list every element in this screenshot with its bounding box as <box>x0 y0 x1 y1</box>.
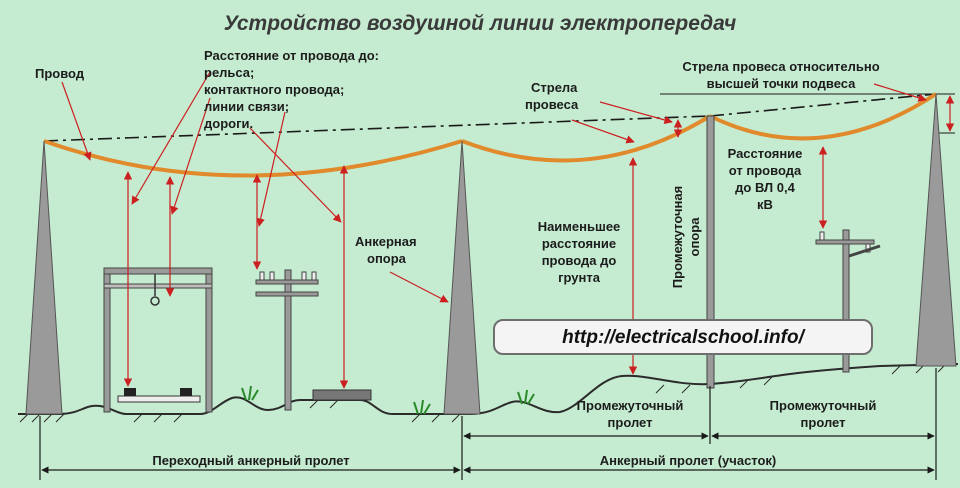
label-distance-contact: контактного провода; <box>204 82 344 97</box>
suspension-reference-line <box>43 115 711 142</box>
road-icon <box>312 389 372 401</box>
label-vl-line2: от провода <box>729 163 802 178</box>
label-min-distance-line2: расстояние <box>542 236 616 251</box>
label-distance-comm: линии связи; <box>204 99 289 114</box>
label-vl-line4: кВ <box>757 197 773 212</box>
diagram-title: Устройство воздушной линии электропереда… <box>224 12 737 35</box>
comm-pointer <box>256 111 286 227</box>
label-span-intermediate-b-line1: Промежуточный <box>770 398 877 413</box>
label-span-intermediate-a-line2: пролет <box>608 415 653 430</box>
url-banner <box>493 319 873 355</box>
label-span-intermediate-b-line2: пролет <box>801 415 846 430</box>
rail-pointer <box>131 71 211 205</box>
label-anchor-line1: Анкерная <box>355 234 417 249</box>
label-span-intermediate-a-line1: Промежуточный <box>577 398 684 413</box>
label-vl-line1: Расстояние <box>728 146 803 161</box>
label-relative-sag-line2: высшей точки подвеса <box>707 76 857 91</box>
label-relative-sag-line1: Стрела провеса относительно <box>682 59 879 74</box>
span-dimension-lines <box>39 368 937 480</box>
sag-pointer-b <box>599 101 673 125</box>
wire-span-3 <box>709 92 938 141</box>
grass-icon <box>241 385 535 415</box>
road-pointer <box>249 127 342 223</box>
anchor-support-right <box>915 93 957 367</box>
label-sag-line2: провеса <box>525 97 579 112</box>
label-wire: Провод <box>35 66 85 81</box>
contact-pointer <box>170 97 211 215</box>
low-voltage-pole <box>815 229 881 373</box>
label-span-anchor: Анкерный пролет (участок) <box>600 453 777 468</box>
anchor-pointer <box>389 271 449 303</box>
ground-hatching <box>19 363 947 423</box>
communication-pole <box>255 269 319 411</box>
sag-pointer-a <box>571 119 635 144</box>
label-intermediate-support: Промежуточная опора <box>670 186 702 288</box>
highest-suspension-reference-line <box>709 93 937 117</box>
label-bg-transition <box>140 452 362 468</box>
rail-track-icon <box>117 388 201 403</box>
label-sag-line1: Стрела <box>531 80 578 95</box>
wire-pointer <box>61 81 92 161</box>
label-intermediate-support-line2: опора <box>687 217 702 257</box>
label-intermediate-support-line1: Промежуточная <box>670 186 685 288</box>
anchor-support-left <box>25 140 63 415</box>
label-vl-line3: до ВЛ 0,4 <box>735 180 795 195</box>
railway-gantry <box>103 267 213 413</box>
label-min-distance-line1: Наименьшее <box>538 219 621 234</box>
label-min-distance-line4: грунта <box>558 270 601 285</box>
label-anchor-line2: опора <box>367 251 407 266</box>
label-distance-rail: рельса; <box>204 65 254 80</box>
url-text: http://electricalschool.info/ <box>562 327 805 348</box>
label-bg-anchor-span <box>572 452 804 468</box>
wire-span-1 <box>43 139 463 178</box>
label-span-transition: Переходный анкерный пролет <box>152 453 349 468</box>
label-min-distance-line3: провода до <box>542 253 617 268</box>
label-distance-road: дороги. <box>204 116 253 131</box>
anchor-support-middle <box>443 140 481 415</box>
label-distance-header: Расстояние от провода до: <box>204 48 379 63</box>
relative-sag-pointer <box>873 83 927 102</box>
wire-span-2 <box>461 114 712 163</box>
